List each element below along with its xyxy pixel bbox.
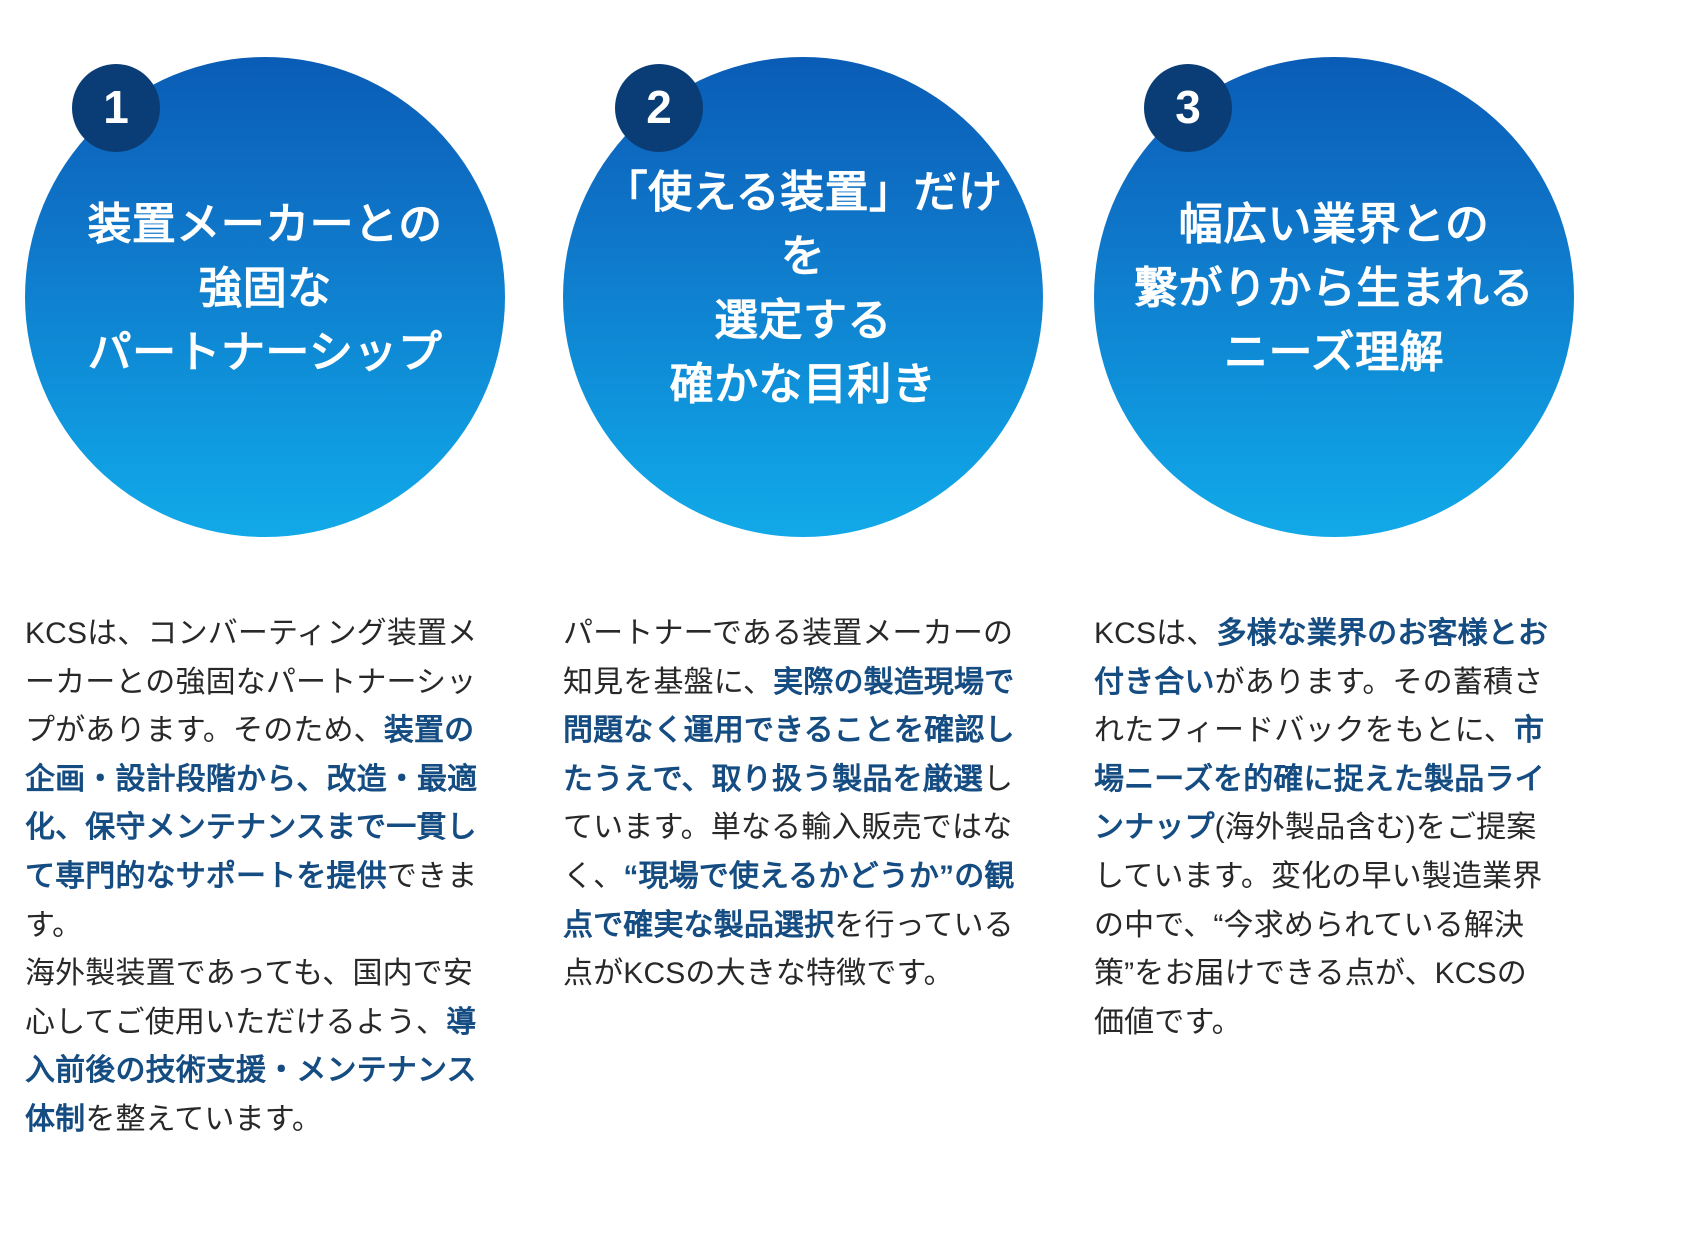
highlighted-text: 市場ニーズを的確に捉えた製品ラインナップ — [1094, 714, 1545, 845]
feature-body-paragraph-3: KCSは、多様な業界のお客様とお付き合いがあります。その蓄積されたフィードバック… — [1094, 610, 1554, 1047]
highlighted-text: 装置の企画・設計段階から、改造・最適化、保守メンテナンスまで一貫して専門的なサポ… — [25, 714, 478, 893]
plain-text: を整えています。 — [85, 1102, 323, 1136]
plain-text: パートナーである装置メーカーの知見を基盤に、 — [563, 617, 1014, 699]
feature-column-3: 幅広い業界との 繋がりから生まれる ニーズ理解 3 KCSは、多様な業界のお客様… — [1066, 0, 1599, 1047]
plain-text: しています。単なる輸入販売ではなく、 — [563, 762, 1014, 893]
feature-circle-wrapper-2: 「使える装置」だけを 選定する 確かな目利き 2 — [563, 0, 1043, 560]
feature-body-paragraph-1: KCSは、コンバーティング装置メーカーとの強固なパートナーシップがあります。その… — [25, 610, 495, 1145]
step-badge-1: 1 — [72, 64, 160, 152]
plain-text: があります。その蓄積されたフィードバックをもとに、 — [1094, 665, 1544, 748]
feature-circle-1: 装置メーカーとの 強固な パートナーシップ — [25, 57, 505, 537]
step-badge-number-3: 3 — [1175, 81, 1201, 133]
feature-circle-wrapper-3: 幅広い業界との 繋がりから生まれる ニーズ理解 3 — [1094, 0, 1574, 560]
feature-circle-title-1: 装置メーカーとの 強固な パートナーシップ — [87, 199, 443, 378]
step-badge-number-2: 2 — [646, 81, 672, 133]
highlighted-text: “現場で使えるかどうか”の観点で確実な製品選択 — [563, 859, 1015, 942]
feature-body-1: KCSは、コンバーティング装置メーカーとの強固なパートナーシップがあります。その… — [25, 610, 495, 1145]
feature-column-2: 「使える装置」だけを 選定する 確かな目利き 2 パートナーである装置メーカーの… — [533, 0, 1066, 999]
plain-text: を行っている点がKCSの大きな特徴です。 — [563, 908, 1014, 991]
feature-body-paragraph-2: パートナーである装置メーカーの知見を基盤に、実際の製造現場で問題なく運用できるこ… — [563, 610, 1023, 999]
feature-circle-title-2: 「使える装置」だけを 選定する 確かな目利き — [603, 167, 1003, 410]
feature-circle-title-3: 幅広い業界との 繋がりから生まれる ニーズ理解 — [1134, 199, 1534, 378]
feature-body-3: KCSは、多様な業界のお客様とお付き合いがあります。その蓄積されたフィードバック… — [1094, 610, 1554, 1047]
plain-text: KCSは、コンバーティング装置メーカーとの強固なパートナーシップがあります。その… — [25, 617, 478, 748]
plain-text: (海外製品含む)をご提案しています。変化の早い製造業界の中で、“今求められている… — [1094, 811, 1543, 1039]
highlighted-text: 導入前後の技術支援・メンテナンス体制 — [25, 1005, 477, 1136]
plain-text: 海外製装置であっても、国内で安心してご使用いただけるよう、 — [25, 957, 474, 1039]
feature-column-1: 装置メーカーとの 強固な パートナーシップ 1 KCSは、コンバーティング装置メ… — [0, 0, 533, 1145]
feature-body-2: パートナーである装置メーカーの知見を基盤に、実際の製造現場で問題なく運用できるこ… — [563, 610, 1023, 999]
highlighted-text: 多様な業界のお客様とお付き合い — [1094, 617, 1549, 699]
highlighted-text: 実際の製造現場で問題なく運用できることを確認したうえで、取り扱う製品を厳選 — [563, 665, 1015, 796]
plain-text: KCSは、 — [1094, 617, 1217, 650]
feature-circle-wrapper-1: 装置メーカーとの 強固な パートナーシップ 1 — [25, 0, 505, 560]
step-badge-number-1: 1 — [103, 81, 129, 133]
step-badge-3: 3 — [1144, 64, 1232, 152]
plain-text: できます。 — [25, 859, 478, 942]
step-badge-2: 2 — [615, 64, 703, 152]
